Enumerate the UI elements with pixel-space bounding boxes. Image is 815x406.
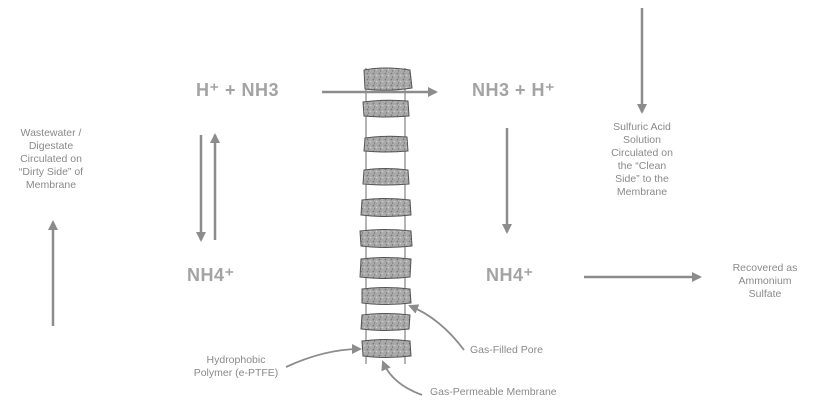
- left-reactants: H⁺ + NH3: [196, 80, 279, 101]
- dirty-side-note: Wastewater / Digestate Circulated on “Di…: [4, 127, 98, 192]
- membrane-segment-4: [363, 169, 409, 186]
- left-ammonium: NH4⁺: [187, 265, 235, 286]
- pore-callout: [410, 306, 464, 350]
- membrane-segment-2: [363, 100, 409, 117]
- membrane-segment-1: [364, 68, 412, 90]
- clean-side-note: Sulfuric Acid Solution Circulated on the…: [594, 121, 690, 199]
- permeable-callout: [383, 362, 422, 395]
- gas-filled-pore-label: Gas-Filled Pore: [470, 344, 580, 357]
- polymer-callout: [286, 349, 360, 367]
- membrane-segment-9: [361, 314, 410, 331]
- recovered-note: Recovered as Ammonium Sulfate: [722, 262, 808, 301]
- membrane-segment-10: [362, 340, 411, 358]
- right-ammonium: NH4⁺: [486, 265, 534, 286]
- membrane-segments: [360, 68, 412, 358]
- membrane-segment-8: [362, 288, 411, 305]
- membrane-segment-5: [361, 199, 411, 217]
- hydrophobic-polymer-label: Hydrophobic Polymer (e-PTFE): [186, 354, 286, 380]
- gas-permeable-membrane-label: Gas-Permeable Membrane: [430, 386, 590, 399]
- right-products: NH3 + H⁺: [472, 80, 555, 101]
- membrane-segment-3: [364, 136, 408, 152]
- membrane-segment-6: [360, 230, 412, 248]
- membrane-segment-7: [360, 258, 411, 279]
